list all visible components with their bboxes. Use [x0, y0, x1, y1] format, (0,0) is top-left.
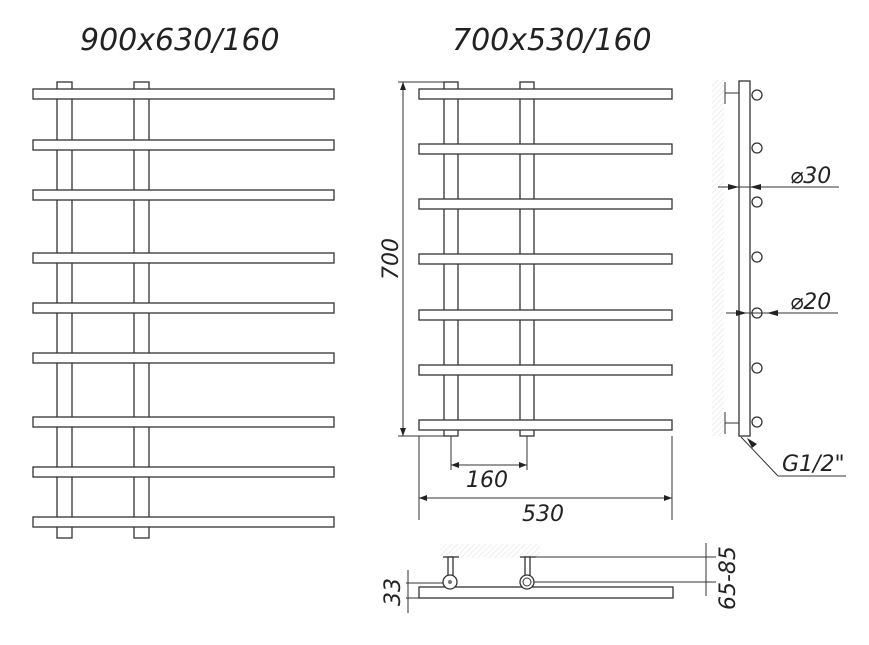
- middle-model-bar: [418, 419, 673, 431]
- left-model-bar: [32, 88, 335, 100]
- side-collector: [738, 80, 751, 437]
- middle-model-front-view: [418, 81, 673, 437]
- bar-section-circle: [751, 142, 763, 154]
- bar-section-circle: [751, 196, 763, 208]
- bar-section-circle: [751, 362, 763, 374]
- middle-model-bar: [418, 198, 673, 210]
- left-model-bar: [32, 252, 335, 264]
- top-view-bar: [418, 586, 674, 599]
- height-label: 700: [379, 238, 404, 280]
- left-model-bar: [32, 416, 335, 428]
- bar-section-circle: [751, 416, 763, 428]
- width-label: 530: [522, 502, 564, 527]
- left-model-bar: [32, 189, 335, 201]
- title-middle-model: 700x530/160: [452, 23, 652, 58]
- left-model-bar: [32, 466, 335, 478]
- width-dimension: 530: [418, 436, 673, 527]
- middle-model-bar: [418, 309, 673, 321]
- height-dimension: 700: [379, 81, 444, 437]
- left-model-front-view: [32, 81, 335, 539]
- middle-model-bar: [418, 253, 673, 265]
- left-model-bar: [32, 352, 335, 364]
- left-model-bar: [32, 516, 335, 528]
- middle-model-bar: [418, 143, 673, 155]
- bar-offset-label: 33: [381, 578, 406, 606]
- title-left-model: 900x630/160: [80, 23, 280, 58]
- left-model-bar: [32, 139, 335, 151]
- wall-distance-label: 65-85: [716, 546, 741, 610]
- side-view: ⌀30 ⌀20 G1/2": [712, 80, 846, 477]
- connection-label: G1/2": [782, 452, 845, 477]
- middle-model-bar: [418, 364, 673, 376]
- bar-section-circle: [751, 251, 763, 263]
- pipe-spacing-dimension: 160: [450, 436, 528, 493]
- bar-section-circle: [751, 89, 763, 101]
- top-view: 33 65-85: [381, 543, 741, 613]
- left-model-bar: [32, 302, 335, 314]
- collector-diameter-label: ⌀30: [790, 164, 831, 189]
- pipe-spacing-label: 160: [466, 468, 508, 493]
- bar-diameter-label: ⌀20: [790, 290, 831, 315]
- middle-model-bar: [418, 88, 673, 100]
